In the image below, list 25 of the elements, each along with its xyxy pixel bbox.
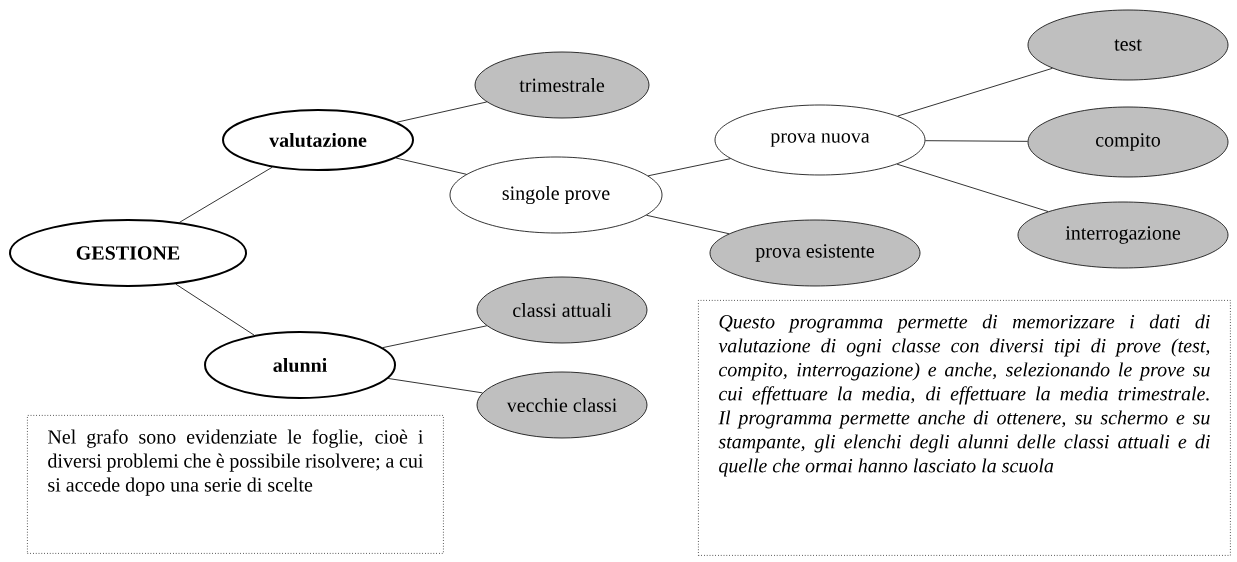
connector-line	[925, 140, 1028, 142]
connector-line	[175, 283, 255, 336]
oval-node: valutazione	[222, 109, 414, 171]
connector-line	[647, 158, 731, 177]
leaf-oval: compito	[1027, 106, 1229, 178]
leaf-oval: interrogazione	[1017, 201, 1229, 269]
connector-line	[896, 163, 1049, 212]
connector-line	[179, 166, 273, 223]
oval-node: GESTIONE	[9, 219, 247, 287]
connector-line	[382, 325, 488, 349]
connector-line	[646, 214, 730, 235]
leaf-oval: test	[1027, 9, 1229, 81]
connector-line	[395, 157, 467, 175]
connector-line	[897, 67, 1053, 117]
connector-line	[396, 101, 488, 123]
note-box: Nel grafo sono evidenziate le foglie, cioè i diversi problemi che è possibile risolvere; a cui si accede dopo una serie di scelte	[27, 415, 444, 554]
oval-node: prova nuova	[714, 104, 926, 176]
leaf-oval: prova esistente	[709, 219, 921, 287]
oval-node: singole prove	[449, 156, 663, 234]
leaf-oval: vecchie classi	[476, 371, 648, 439]
oval-node: alunni	[204, 331, 396, 399]
leaf-oval: classi attuali	[476, 276, 648, 344]
note-box: Questo programma permette di memorizzare i dati di valutazione di ogni classe con diversi tipi di prove (test, compito, interrogazione) e anche, selezionando le prove su cui effettuare la media, di effettuare la media trimestrale. Il programma permette anche di ottenere, su schermo e su stampante, gli elenchi degli alunni delle classi attuali e di quelle che ormai hanno lasciato la scuola	[698, 300, 1231, 556]
leaf-oval: trimestrale	[474, 51, 650, 119]
connector-line	[387, 378, 483, 394]
